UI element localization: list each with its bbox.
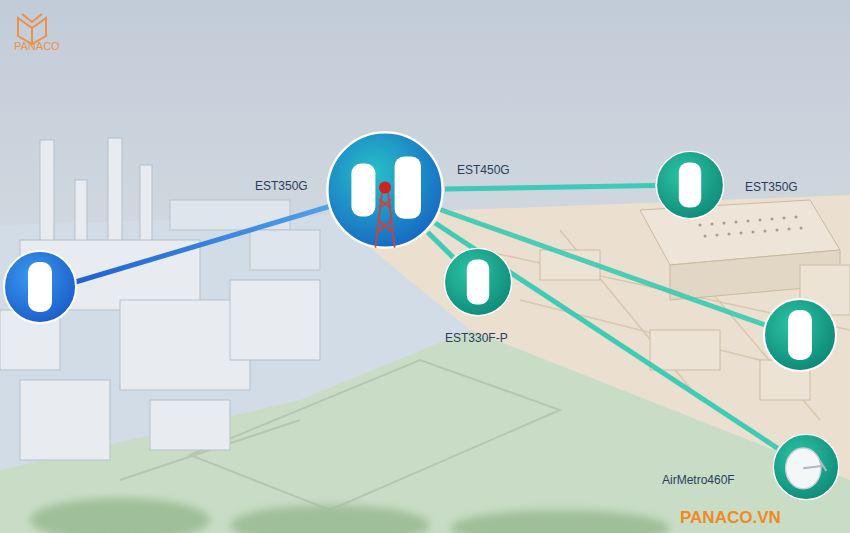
wireless-link xyxy=(435,223,777,448)
device-label: EST330F-P xyxy=(445,331,508,345)
station-node: EST350GEST450G xyxy=(325,130,445,250)
watermark: PANACO.VN xyxy=(680,508,781,528)
trees xyxy=(30,498,670,533)
station-node: EST350G xyxy=(655,150,725,220)
device-icon xyxy=(772,433,840,501)
city-blocks xyxy=(170,200,320,270)
station-node: EST330F-P xyxy=(443,247,513,317)
logo-text: PANACO xyxy=(14,40,60,52)
wireless-link xyxy=(445,186,655,189)
left-station xyxy=(4,251,76,323)
wireless-link xyxy=(428,232,453,257)
right-station xyxy=(764,299,836,371)
device-label: AirMetro460F xyxy=(662,473,735,487)
device-icon xyxy=(443,247,513,317)
factory xyxy=(0,138,320,460)
device-icon xyxy=(325,130,445,250)
device-label: EST350G xyxy=(255,179,308,193)
logo-icon xyxy=(18,14,46,44)
device-icon xyxy=(655,150,725,220)
device-label: EST450G xyxy=(457,163,510,177)
station-node: AirMetro460F xyxy=(772,433,840,501)
device-label: EST350G xyxy=(745,180,798,194)
